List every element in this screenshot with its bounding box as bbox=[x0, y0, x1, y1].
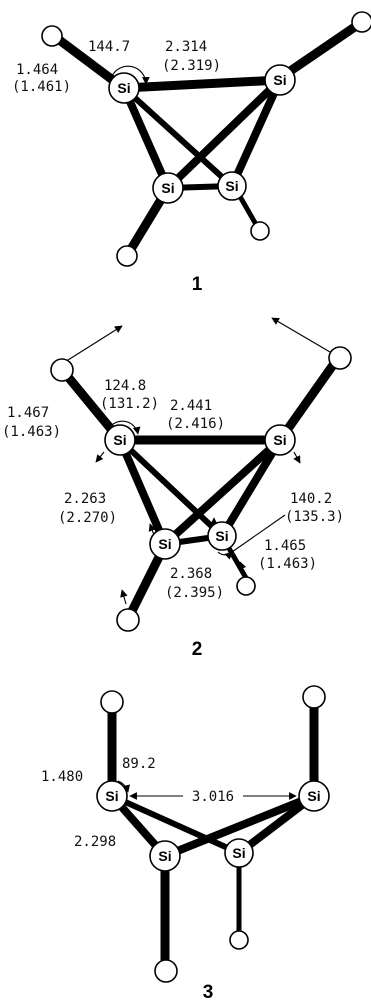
h-atom bbox=[302, 685, 326, 709]
si-si-bond bbox=[161, 792, 318, 860]
si-atom bbox=[207, 521, 237, 551]
si-atom bbox=[264, 64, 296, 96]
angle-alt-label: (131.2) bbox=[100, 396, 159, 412]
si-atom bbox=[298, 780, 330, 812]
angle-arc bbox=[107, 420, 141, 435]
si-h-bond bbox=[275, 17, 367, 83]
si-label: Si bbox=[273, 72, 286, 88]
motion-arrow bbox=[271, 317, 331, 353]
h-atom bbox=[116, 608, 140, 632]
h-atom bbox=[351, 11, 371, 33]
angle-label: 140.2 bbox=[290, 491, 332, 507]
si-atom bbox=[224, 838, 254, 868]
si-label: Si bbox=[215, 528, 228, 544]
h-atom bbox=[100, 690, 124, 714]
si-si-bond bbox=[119, 75, 285, 93]
bond-length-alt-label: (1.463) bbox=[2, 424, 61, 440]
bond-length-alt-label: (2.319) bbox=[162, 58, 221, 74]
angle-label: 144.7 bbox=[88, 39, 130, 55]
si-atom bbox=[217, 171, 247, 201]
si-atom bbox=[104, 424, 136, 456]
bond-length-alt-label: (2.270) bbox=[58, 510, 117, 526]
si-atom bbox=[149, 840, 181, 872]
si-label: Si bbox=[232, 845, 245, 861]
si-si-bond bbox=[116, 436, 169, 548]
motion-arrow bbox=[95, 451, 105, 463]
angle-alt-label: (135.3) bbox=[285, 509, 344, 525]
structure-3: Si Si Si Si 1.480 89.2 3.016 2.298 3 bbox=[41, 685, 330, 1000]
bond-length-alt-label: (2.395) bbox=[165, 585, 224, 601]
si-atom bbox=[96, 780, 128, 812]
leader-line bbox=[231, 514, 286, 553]
motion-arrow bbox=[120, 589, 128, 605]
h-atom bbox=[50, 358, 74, 382]
si-h-bond bbox=[275, 353, 343, 445]
angle-label: 124.8 bbox=[104, 378, 146, 394]
si-h-bond bbox=[49, 31, 127, 92]
angle-arc bbox=[117, 780, 130, 793]
h-atom bbox=[154, 959, 178, 983]
si-si-bond bbox=[117, 437, 225, 539]
si-si-bond bbox=[161, 436, 284, 548]
bond-length-label: 1.464 bbox=[16, 62, 58, 78]
h-atom bbox=[250, 221, 270, 241]
angle-arc bbox=[217, 551, 233, 560]
si-si-bond bbox=[109, 793, 242, 856]
si-si-bond bbox=[121, 85, 235, 189]
bond-length-label: 2.263 bbox=[64, 491, 106, 507]
si-label: Si bbox=[117, 80, 130, 96]
h-atom bbox=[236, 576, 256, 596]
si-si-bond bbox=[228, 76, 284, 190]
bond-length-label: 2.368 bbox=[170, 566, 212, 582]
h-atom bbox=[328, 346, 352, 370]
si-label: Si bbox=[307, 788, 320, 804]
bond-length-alt-label: (2.416) bbox=[166, 416, 225, 432]
structure-1: Si Si Si Si 1.464 (1.461) 144.7 2.314 (2… bbox=[12, 11, 371, 295]
h-atom bbox=[229, 930, 249, 950]
structure-number: 2 bbox=[192, 639, 203, 660]
si-label: Si bbox=[105, 788, 118, 804]
si-label: Si bbox=[225, 178, 238, 194]
motion-arrow bbox=[293, 451, 301, 464]
bond-length-label: 1.480 bbox=[41, 769, 83, 785]
si-label: Si bbox=[161, 180, 174, 196]
si-si-bond bbox=[164, 76, 284, 192]
bond-length-label: 1.467 bbox=[7, 405, 49, 421]
structure-2: Si Si Si Si 1.467 (1.463) 124.8 (131.2) … bbox=[2, 317, 352, 660]
motion-arrow bbox=[67, 325, 123, 361]
motion-arrow bbox=[238, 561, 247, 573]
bond-length-label: 2.298 bbox=[74, 834, 116, 850]
si-atom bbox=[152, 172, 184, 204]
si-atom bbox=[108, 72, 140, 104]
si-atom bbox=[149, 528, 181, 560]
bond-length-alt-label: (1.463) bbox=[258, 556, 317, 572]
structure-number: 3 bbox=[203, 982, 214, 1000]
si-label: Si bbox=[158, 848, 171, 864]
si-si-bond bbox=[218, 436, 284, 540]
bond-length-alt-label: (1.461) bbox=[12, 79, 71, 95]
si-atom bbox=[264, 424, 296, 456]
motion-arrow bbox=[148, 523, 156, 536]
bond-length-label: 2.314 bbox=[165, 39, 207, 55]
bond-length-label: 2.441 bbox=[170, 398, 212, 414]
bond-length-label: 1.465 bbox=[264, 538, 306, 554]
angle-label: 89.2 bbox=[122, 756, 156, 772]
angle-arc bbox=[111, 65, 150, 85]
si-label: Si bbox=[158, 536, 171, 552]
distance-label: 3.016 bbox=[192, 789, 234, 805]
h-atom bbox=[41, 25, 63, 47]
si-label: Si bbox=[273, 432, 286, 448]
si-si-bond bbox=[120, 84, 172, 192]
h-atom bbox=[116, 245, 138, 267]
si-label: Si bbox=[113, 432, 126, 448]
structure-number: 1 bbox=[192, 274, 203, 295]
